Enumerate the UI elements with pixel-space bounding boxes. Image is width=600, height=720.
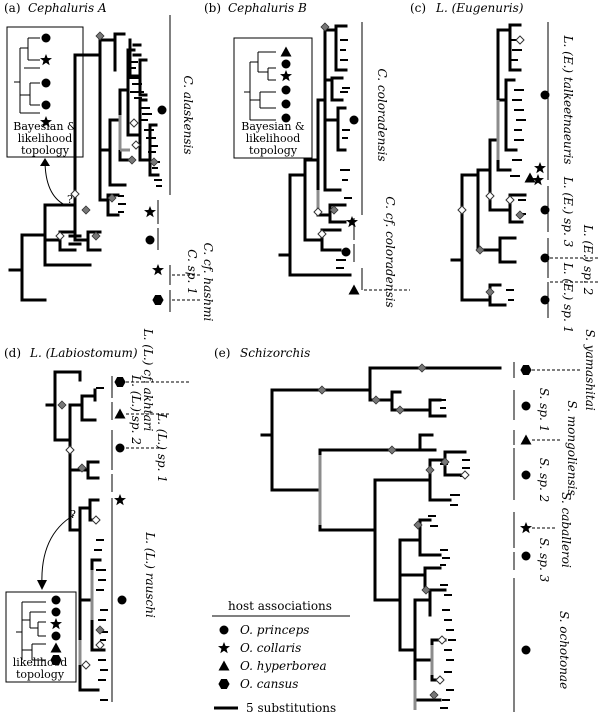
triangle-icon (218, 660, 230, 671)
scale-label: 5 substitutions (246, 701, 336, 715)
panel-b: (b) Cephaluris B Bayesian & likelihood t… (204, 1, 410, 308)
panel-d-clade-4: L. (L.) rauschi (143, 531, 157, 618)
panel-a-qmark: ? (67, 193, 73, 206)
panel-a-box-line1: Bayesian & (13, 120, 77, 133)
panel-d-box-line2: topology (16, 668, 65, 681)
panel-e: (e) Schizorchis S. yamashitai S. sp. 1 S… (214, 329, 597, 712)
panel-b-box-line3: topology (249, 144, 298, 157)
legend-item-1: O. princeps (240, 623, 309, 637)
circle-icon (219, 625, 229, 635)
legend: host associations O. princeps O. collari… (212, 599, 350, 715)
panel-e-title: Schizorchis (240, 346, 310, 360)
legend-item-2: O. collaris (240, 641, 301, 655)
panel-d-clade-2: L. (L.) sp. 2 (129, 374, 143, 445)
panel-e-clade-2: S. sp. 1 (537, 388, 551, 433)
legend-title: host associations (228, 599, 332, 613)
panel-d: (d) L. (Labiostomum) likelihood topology… (4, 328, 190, 702)
panel-e-clade-3: S. mongoliensis (565, 400, 579, 495)
panel-c: (c) L. (Eugenuris) L. (E.) talkeetnaeuri… (410, 1, 600, 333)
panel-b-inset-topology: Bayesian & likelihood topology (233, 37, 313, 159)
panel-b-clade-1: C. coloradensis (375, 69, 389, 162)
panel-a-title: Cephaluris A (28, 1, 107, 15)
panel-a-inset-topology: Bayesian & likelihood topology (6, 26, 84, 158)
panel-d-qmark: ? (70, 508, 76, 521)
panel-e-clade-1: S. yamashitai (583, 329, 597, 411)
panel-d-box-line1: likelihood (13, 656, 68, 669)
panel-b-title: Cephaluris B (228, 1, 307, 15)
panel-d-inset-topology: likelihood topology (5, 591, 77, 683)
panel-b-letter: (b) (204, 1, 221, 15)
panel-e-tree (260, 366, 502, 702)
panel-c-clade-1: L. (E.) talkeetnaeuris (561, 35, 575, 165)
legend-item-3: O. hyperborea (240, 659, 327, 673)
panel-a-box-line2: likelihood (18, 132, 73, 145)
panel-c-title: L. (Eugenuris) (435, 1, 524, 15)
panel-e-clade-5: S. caballeroi (559, 492, 573, 568)
panel-c-letter: (c) (410, 1, 426, 15)
panel-c-clade-3: L. (E.) sp. 2 (581, 224, 595, 295)
panel-d-letter: (d) (4, 346, 21, 360)
panel-a-clade-1: C. alaskensis (181, 76, 195, 155)
panel-c-clade-2: L. (E.) sp. 3 (561, 176, 575, 248)
panel-e-clade-6: S. sp. 3 (537, 538, 551, 583)
panel-d-clade-3: L. (L.) sp. 1 (155, 412, 169, 483)
star-icon (218, 642, 230, 654)
panel-c-clade-4: L. (E.) sp. 1 (561, 262, 575, 333)
panel-a: (a) Cephaluris A Bayesian & likelihood t… (4, 1, 215, 322)
panel-a-arrow (44, 159, 66, 206)
panel-e-clade-4: S. sp. 2 (537, 458, 551, 503)
panel-b-tree (278, 24, 352, 277)
hexagon-icon (218, 679, 230, 689)
panel-d-clade-1: L. (L.) cf. akhtari (141, 328, 155, 432)
panel-a-clade-3: C. sp. 1 (185, 249, 199, 295)
panel-a-clade-2: C. cf. hashmi (201, 243, 215, 322)
panel-a-letter: (a) (4, 1, 21, 15)
panel-b-clade-2: C. cf. coloradensis (383, 196, 397, 307)
panel-b-box-line2: likelihood (246, 132, 301, 145)
legend-item-4: O. cansus (240, 677, 298, 691)
panel-c-tree (450, 23, 527, 307)
panel-b-box-line1: Bayesian & (241, 120, 305, 133)
panel-e-letter: (e) (214, 346, 230, 360)
panel-d-title: L. (Labiostomum) (29, 346, 138, 360)
panel-a-box-line3: topology (21, 144, 70, 157)
panel-e-clade-7: S. ochotonae (557, 611, 571, 689)
